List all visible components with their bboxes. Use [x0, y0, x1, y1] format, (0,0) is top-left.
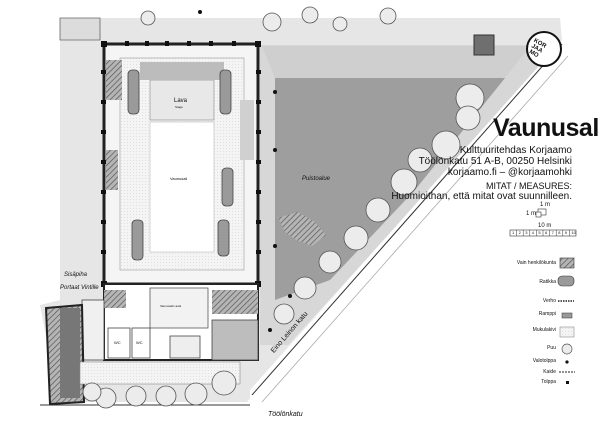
- legend-label-bollard: Tolppa: [541, 379, 556, 385]
- label-portaat: Portaat Vintille: [60, 285, 99, 291]
- road-diagonal: [250, 40, 570, 405]
- tram-car: [221, 167, 234, 207]
- scale-1m-label: 1 m: [540, 202, 551, 208]
- legend-label-curtain: Verho: [542, 298, 556, 304]
- pond: [278, 212, 326, 246]
- page-title: Vaunusali: [493, 114, 600, 142]
- tram-car: [127, 69, 140, 115]
- address-line-2: Töölönkatu 51 A-B, 00250 Helsinki: [418, 156, 572, 167]
- room-sali: Vaunusali: [170, 176, 188, 181]
- room-wc-1: WC: [114, 340, 121, 345]
- scale-tick-label: 7: [551, 230, 554, 235]
- room-lobby: Vaunusalin aula: [160, 304, 182, 308]
- legend-symbols: [557, 257, 575, 384]
- tram-car: [219, 69, 232, 115]
- address-line-1: Kulttuuritehdas Korjaamo: [459, 145, 572, 156]
- scale-tick-label: 6: [545, 230, 548, 235]
- legend-label-cobble: Mukulakivi: [532, 327, 556, 333]
- address-line-3: korjaamo.fi – @korjaamohki: [447, 167, 572, 178]
- room-wc-2: WC: [136, 340, 143, 345]
- measures-note: Huomioithan, että mitat ovat suunnilleen…: [391, 191, 572, 202]
- legend-label-rail: Kaide: [543, 369, 556, 375]
- scale-10m-label: 10 m: [538, 223, 552, 229]
- north-wall-block: [59, 17, 101, 41]
- label-sisapiha: Sisäpiha: [64, 272, 88, 278]
- korjaamo-logo: [526, 31, 562, 67]
- scale-tick-label: 5: [538, 230, 541, 235]
- scale-1m-label-b: 1 m: [526, 211, 537, 217]
- legend-label-post: Valotolppa: [532, 358, 556, 364]
- park-light: [262, 46, 530, 78]
- scale-tick-label: 4: [531, 230, 535, 235]
- tram-car: [131, 219, 144, 261]
- scale-bar: [509, 208, 577, 237]
- scale-tick-label: 2: [518, 230, 521, 235]
- measures-heading: MITAT / MEASURES:: [485, 181, 572, 191]
- scale-tick-label: 3: [525, 230, 528, 235]
- legend-label-tree: Puu: [547, 345, 556, 351]
- room-lava: Lava: [174, 98, 188, 104]
- legend-label-ramp: Ramppi: [538, 311, 556, 317]
- room-lava-sub: Stage: [175, 105, 183, 109]
- tram-car: [217, 219, 230, 257]
- scale-tick-label: 1: [512, 230, 515, 235]
- legend-label-tram: Ratikka: [539, 279, 556, 285]
- street-toolonkatu: Töölönkatu: [268, 411, 303, 418]
- scale-tick-label: 9: [564, 230, 568, 235]
- hall-floor: [149, 121, 215, 253]
- legend-label-hatch: Vain henkilökunta: [516, 260, 556, 266]
- label-puistoalue: Puistoalue: [302, 176, 331, 182]
- scale-tick-label: 8: [558, 230, 561, 235]
- scale-tick-label: 10: [571, 230, 576, 235]
- lot-square: [473, 34, 495, 56]
